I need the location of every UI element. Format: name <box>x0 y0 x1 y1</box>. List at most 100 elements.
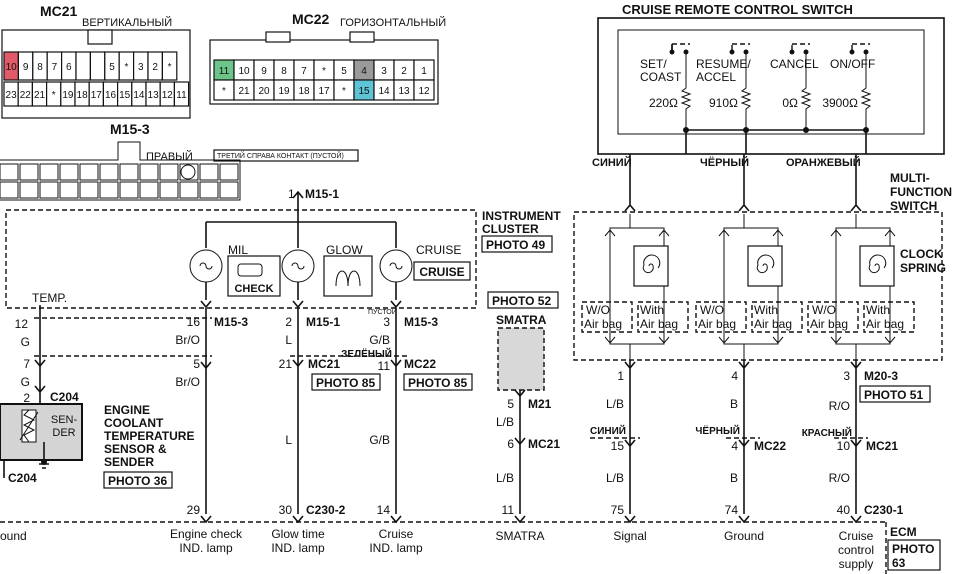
mc22-orient: ГОРИЗОНТАЛЬНЫЙ <box>340 16 446 29</box>
col-text: L/B <box>606 397 624 411</box>
col-text: 4 <box>731 369 738 383</box>
col-text: 2 <box>285 315 292 329</box>
cruise-button-label: SET/ <box>640 57 667 71</box>
mc21-r2-pin-label: 19 <box>62 90 74 101</box>
sensor-label-line: TEMPERATURE <box>104 429 194 443</box>
cluster-title-2: CLUSTER <box>482 222 539 236</box>
col-text: C230-2 <box>306 503 346 517</box>
cruise-box-label: CRUISE <box>419 265 464 279</box>
col-text: IND. lamp <box>271 541 325 555</box>
engine-icon <box>237 263 263 277</box>
mc21-r1-pin-label: 2 <box>152 62 158 73</box>
mc21-r1-pin <box>75 51 91 81</box>
clock-spring-icon <box>868 254 887 274</box>
col-text: M15-3 <box>404 315 438 329</box>
mc21-r1-pin <box>161 51 178 81</box>
clock-spring-box <box>859 245 895 287</box>
wire-color-orange: ОРАНЖЕВЫЙ <box>786 156 861 169</box>
col-text: 30 <box>279 503 293 517</box>
col-text: 14 <box>377 503 391 517</box>
mc22-r1-pin-label: * <box>322 66 326 77</box>
lamp-label: GLOW <box>326 243 363 257</box>
empty-pin-label: ПУСТОЙ <box>368 307 397 316</box>
mc21-orient: ВЕРТИКАЛЬНЫЙ <box>82 16 172 29</box>
cluster-title-1: INSTRUMENT <box>482 209 561 223</box>
col-text: supply <box>839 557 874 571</box>
resistor-value: 910Ω <box>709 96 738 110</box>
cluster-box <box>5 209 477 309</box>
cruise-button-label: RESUME/ <box>696 57 751 71</box>
resistor <box>740 52 752 130</box>
col-text: C204 <box>50 390 79 404</box>
col-text: 75 <box>611 503 625 517</box>
sender-label-1: SEN- <box>51 414 78 426</box>
mc22-r2-pin-label: 12 <box>418 86 430 97</box>
col-text: 29 <box>187 503 201 517</box>
mc22-r1-pin-label: 5 <box>341 66 347 77</box>
col-text: MC21 <box>528 437 560 451</box>
ecm-title: ECM <box>890 525 917 539</box>
col-text: 3 <box>843 369 850 383</box>
mc22-r2-pin-label: 19 <box>278 86 290 97</box>
col-text: 40 <box>837 503 851 517</box>
col-text: IND. lamp <box>369 541 423 555</box>
col-text: 6 <box>507 437 514 451</box>
smatra-title: SMATRA <box>496 313 547 327</box>
mc21-r2-pin-label: 13 <box>148 90 160 101</box>
photo-label: PHOTO 85 <box>408 376 467 390</box>
wo-airbag-1: W/O <box>700 303 724 317</box>
col-text: G/B <box>369 333 390 347</box>
mc22-r1-pin-label: 11 <box>219 66 230 77</box>
col-text: G <box>21 375 30 389</box>
mc21-r2-pin-label: 16 <box>105 90 117 101</box>
col-text: 16 <box>187 315 201 329</box>
with-airbag-2: Air bag <box>866 317 904 331</box>
mc21-r2-pin-label: 11 <box>176 90 187 101</box>
m153-title: M15-3 <box>110 121 150 137</box>
col-text: 74 <box>725 503 739 517</box>
col-text: 21 <box>279 357 293 371</box>
sensor-label-line: ENGINE <box>104 403 150 417</box>
col-text: 5 <box>193 357 200 371</box>
mc21-r1-pin-label: 8 <box>37 62 43 73</box>
temp-label: TEMP. <box>32 291 67 305</box>
col-text: M15-1 <box>306 315 340 329</box>
mc21-r2-pin-label: * <box>52 90 56 101</box>
col-text: 2 <box>23 391 30 405</box>
mc21-key <box>87 29 113 45</box>
mc22-r2-pin-label: * <box>342 86 346 97</box>
mc21-title: MC21 <box>40 3 78 19</box>
col-text: 5 <box>507 397 514 411</box>
with-airbag-2: Air bag <box>754 317 792 331</box>
col-text: Engine check <box>170 527 243 541</box>
col-text: G <box>21 335 30 349</box>
col-text: 10 <box>837 439 851 453</box>
col-text: R/O <box>829 471 850 485</box>
with-airbag-1: With <box>754 303 778 317</box>
sensor-label-line: COOLANT <box>104 416 164 430</box>
col-text: L <box>285 333 292 347</box>
mfs-title-1: MULTI- <box>890 171 930 185</box>
mc21-r1-pin-label: 10 <box>6 62 18 73</box>
mc21-r1-pin-label: 6 <box>66 62 72 73</box>
col-text: M21 <box>528 397 552 411</box>
mc22-r2-pin-label: 15 <box>358 86 370 97</box>
col-text: 4 <box>731 439 738 453</box>
col-text: IND. lamp <box>179 541 233 555</box>
smatra-module <box>497 327 545 391</box>
clock-spring-2: SPRING <box>900 261 946 275</box>
col-text: B <box>730 471 738 485</box>
mc21-r1-pin-label: 9 <box>23 62 29 73</box>
sensor-label-line: SENSOR & <box>104 442 167 456</box>
wo-airbag-2: Air bag <box>584 317 622 331</box>
red-color-label: КРАСНЫЙ <box>802 426 852 439</box>
col-text: MC21 <box>866 439 898 453</box>
m153-note: ТРЕТИЙ СПРАВА КОНТАКТ (ПУСТОЙ) <box>217 151 344 160</box>
col-text: B <box>730 397 738 411</box>
m151-top-label: M15-1 <box>305 187 339 201</box>
check-label: CHECK <box>234 283 273 295</box>
